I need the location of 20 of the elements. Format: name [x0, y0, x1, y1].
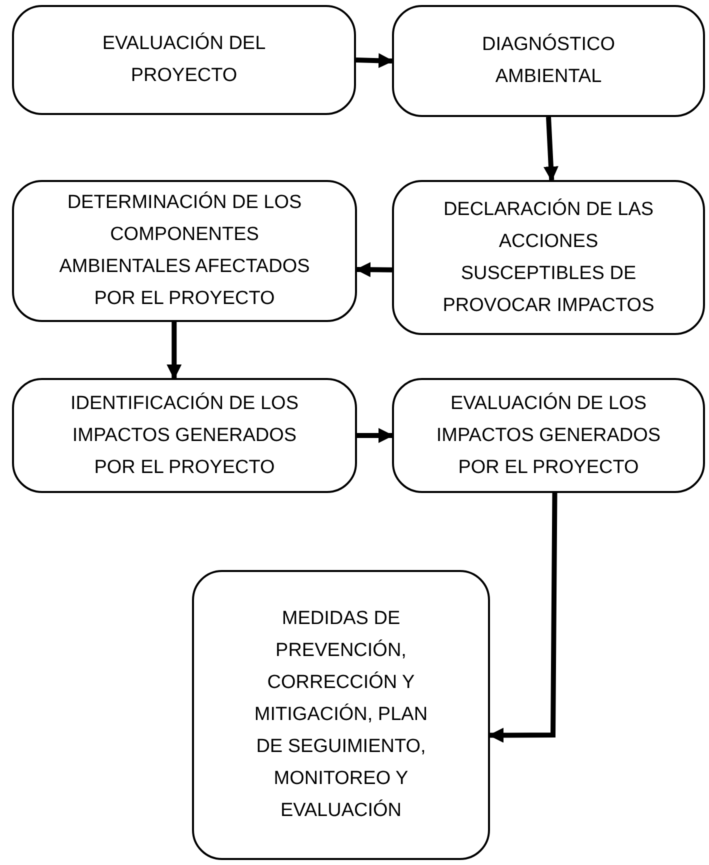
step-label: DECLARACIÓN DE LAS ACCIONES SUSCEPTIBLES DE PROVOCAR IMPACTOS [442, 198, 656, 318]
step-label: EVALUACIÓN DE LOS IMPACTOS GENERADOS POR EL PROYECTO [435, 392, 662, 480]
arrow [543, 116, 558, 182]
step-label: DETERMINACIÓN DE LOS COMPONENTES AMBIENTALES AFECTADOS POR EL PROYECTO [58, 190, 311, 311]
process-box [392, 5, 705, 117]
step-label: IDENTIFICACIÓN DE LOS IMPACTOS GENERADOS POR EL PROYECTO [69, 392, 300, 480]
step-label: MEDIDAS DE PREVENCIÓN, CORRECCIÓN Y MITIGACIÓN, PLAN DE SEGUIMIENTO, MONITOREO Y EVALUACIÓN [253, 607, 429, 823]
step-label: EVALUACIÓN DEL PROYECTO [101, 32, 267, 88]
arrow [356, 53, 394, 68]
arrow [356, 262, 392, 278]
arrow [357, 428, 394, 443]
process-box [392, 180, 705, 335]
step-label: DIAGNÓSTICO AMBIENTAL [480, 32, 616, 89]
arrow [488, 492, 558, 743]
process-box [12, 378, 357, 493]
process-box [392, 378, 705, 493]
process-box [192, 570, 490, 860]
arrow [166, 322, 182, 380]
process-box [12, 5, 356, 115]
process-box [12, 180, 357, 322]
